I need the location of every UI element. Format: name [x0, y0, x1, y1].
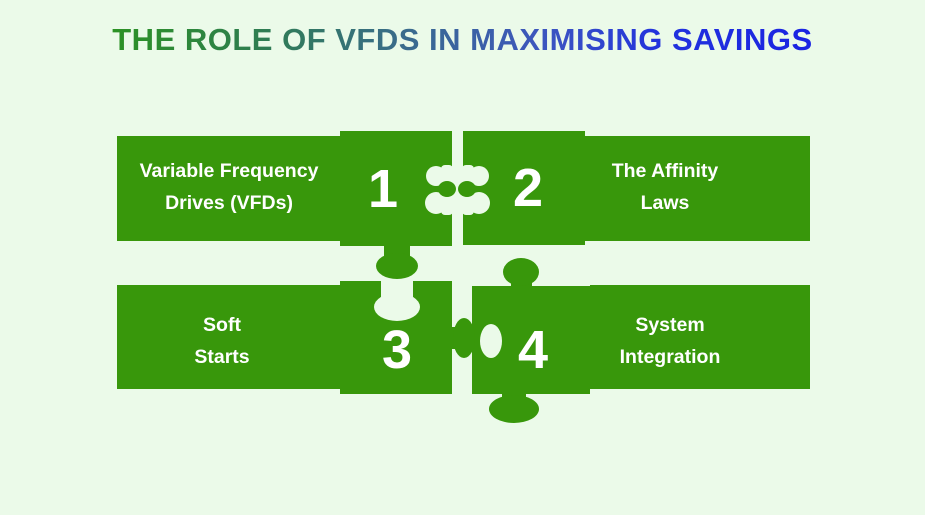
piece-3-right-knob [453, 318, 475, 358]
piece-3-label-line-2: Starts [194, 346, 250, 368]
piece-1-label-line-1: Variable Frequency [139, 160, 319, 182]
piece-4-bottom-knob [489, 395, 539, 423]
piece-4-top-knob [503, 258, 539, 286]
page-title: THE ROLE OF VFDS IN MAXIMISING SAVINGS [112, 22, 813, 57]
piece-1-right-socket-lobe-bottom [425, 192, 447, 214]
piece-1-label-line-2: Drives (VFDs) [165, 192, 293, 214]
piece-2-number: 2 [512, 158, 544, 218]
piece-2-label: The Affinity Laws [554, 155, 776, 219]
piece-2-tab-square [463, 131, 585, 245]
piece-3-number: 3 [381, 320, 413, 380]
puzzle-piece-1 [117, 131, 456, 279]
puzzle-piece-2 [458, 131, 810, 245]
piece-2-label-line-2: Laws [640, 192, 690, 214]
puzzle-piece-3 [117, 281, 475, 394]
puzzle-piece-4 [472, 258, 810, 423]
piece-4-body [590, 285, 810, 389]
piece-3-label: Soft Starts [111, 309, 333, 373]
piece-1-body [117, 136, 341, 241]
piece-1-number: 1 [367, 159, 399, 219]
piece-2-body [585, 136, 810, 241]
piece-1-label: Variable Frequency Drives (VFDs) [118, 155, 340, 219]
piece-2-left-socket-lobe-top [469, 166, 489, 186]
title-container: THE ROLE OF VFDS IN MAXIMISING SAVINGS [0, 22, 925, 57]
piece-1-right-tongue [438, 181, 456, 197]
piece-4-label-line-2: Integration [619, 346, 721, 368]
piece-1-tab-square [340, 131, 452, 246]
piece-4-label-line-1: System [635, 314, 705, 336]
piece-4-number: 4 [517, 320, 549, 380]
piece-2-label-line-1: The Affinity [611, 160, 719, 182]
piece-4-label: System Integration [559, 309, 781, 373]
piece-3-top-socket-bulb [374, 293, 420, 321]
piece-4-socket-hole [480, 324, 502, 358]
piece-3-body [117, 285, 341, 389]
piece-3-label-line-1: Soft [203, 314, 241, 336]
piece-3-top-socket-mouth [381, 281, 413, 297]
piece-2-left-tongue [458, 181, 476, 197]
piece-1-bottom-knob-neck [384, 244, 410, 256]
piece-1-right-socket-lobe-top [426, 166, 446, 186]
piece-2-left-socket-lobe-bottom [468, 192, 490, 214]
piece-1-bottom-knob [376, 253, 418, 279]
